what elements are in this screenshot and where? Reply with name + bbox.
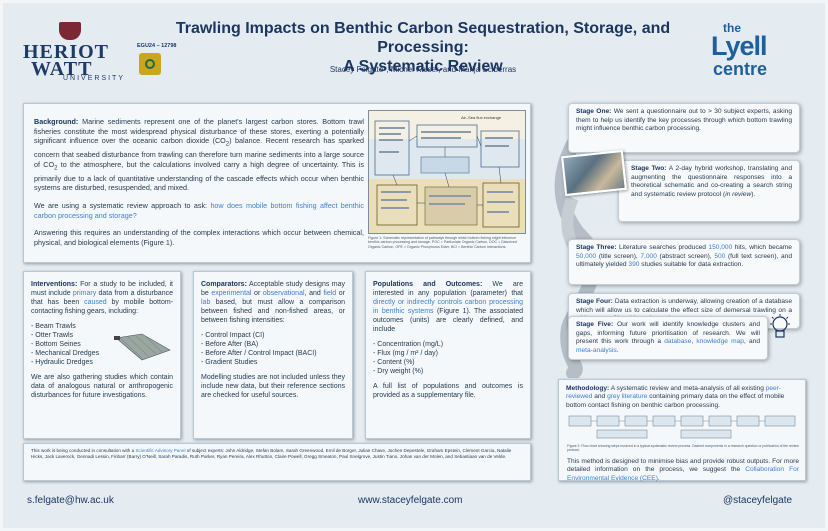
logo-text-university: UNIVERSITY: [63, 75, 126, 82]
logo-text-heriot: HERIOT: [23, 41, 110, 63]
stage-five: Stage Five: Our work will identify knowl…: [568, 316, 768, 360]
heriot-watt-logo: HERIOT WATT UNIVERSITY: [21, 21, 131, 82]
lyell-the: the: [723, 21, 741, 35]
figure-1: Air–Sea flux exchange: [368, 110, 526, 258]
lightbulb-icon: [770, 314, 790, 338]
gear-list: Beam Trawls Otter Trawls Bottom Seines M…: [31, 322, 173, 367]
contact-email[interactable]: s.felgate@hw.ac.uk: [27, 495, 114, 506]
background-text: Background: Marine sediments represent o…: [34, 117, 364, 247]
comparators-label: Comparators:: [201, 281, 247, 288]
figure-1-caption: Figure 1: Schematic representation of pa…: [368, 236, 517, 249]
design-list: Control Impact (CI) Before After (BA) Be…: [201, 331, 345, 367]
stage-one: Stage One: We sent a questionnaire out t…: [568, 103, 800, 153]
list-item: Mechanical Dredges: [31, 349, 173, 358]
list-item: Hydraulic Dredges: [31, 358, 173, 367]
website-link[interactable]: www.staceyfelgate.com: [358, 495, 463, 506]
figure-top-label: Air–Sea flux exchange: [461, 115, 502, 120]
comparators-panel: Comparators: Acceptable study designs ma…: [193, 271, 353, 439]
lyell-name: Lyell: [711, 31, 768, 61]
stage-three: Stage Three: Literature searches produce…: [568, 239, 800, 285]
egu-badge-icon: [139, 53, 161, 75]
list-item: Before After / Control Impact (BACI): [201, 349, 345, 358]
advisory-panel-link: Scientific Advisory Panel: [135, 448, 186, 453]
authors: Stacey Felgate*, Michel Kaiser, and Mari…: [329, 65, 517, 74]
populations-panel: Populations and Outcomes: We are interes…: [365, 271, 531, 439]
trawl-gear-icon: [114, 333, 171, 361]
list-item: Beam Trawls: [31, 322, 173, 331]
twitter-handle[interactable]: @staceyfelgate: [723, 495, 793, 506]
poster-footer: s.felgate@hw.ac.uk www.staceyfelgate.com…: [3, 495, 825, 513]
figure-1-schematic: Air–Sea flux exchange: [368, 110, 526, 234]
background-label: Background:: [34, 117, 79, 126]
list-item: Gradient Studies: [201, 358, 345, 367]
research-question: how does mobile bottom fishing affect be…: [34, 201, 364, 220]
list-item: Otter Trawls: [31, 331, 173, 340]
consultation-panel: This work is being conducted in consulta…: [23, 443, 531, 481]
flowchart-caption: Figure 2: Flow chart showing steps invol…: [567, 444, 799, 452]
interventions-panel: Interventions: For a study to be include…: [23, 271, 181, 439]
lyell-centre-logo: the Lyell centre: [703, 21, 807, 83]
egu-code: EGU24 – 12798: [137, 43, 177, 49]
background-panel: Background: Marine sediments represent o…: [23, 103, 531, 263]
cee-link[interactable]: Collaboration For Environmental Evidence…: [567, 466, 799, 482]
list-item: Bottom Seines: [31, 340, 173, 349]
list-item: Flux (mg / m² / day): [373, 349, 523, 358]
list-item: Concentration (mg/L): [373, 340, 523, 349]
logo-text-watt: WATT: [31, 58, 93, 80]
methodology-panel: Methodology: A systematic review and met…: [558, 379, 806, 482]
list-item: Content (%): [373, 358, 523, 367]
lyell-centre-word: centre: [713, 59, 768, 79]
workshop-photo: [561, 149, 627, 197]
schematic-diagram: Air–Sea flux exchange: [369, 111, 525, 233]
heriot-watt-crest-icon: [59, 22, 81, 40]
poster-title: Trawling Impacts on Benthic Carbon Seque…: [175, 20, 671, 75]
list-item: Before After (BA): [201, 340, 345, 349]
populations-label: Populations and Outcomes:: [373, 281, 483, 288]
methodology-footer: This method is designed to minimise bias…: [567, 458, 799, 482]
list-item: Dry weight (%): [373, 367, 523, 376]
outcome-list: Concentration (mg/L) Flux (mg / m² / day…: [373, 340, 523, 376]
list-item: Control Impact (CI): [201, 331, 345, 340]
stage-two: Stage Two: A 2-day hybrid workshop, tran…: [618, 160, 800, 222]
review-flowchart: [568, 415, 796, 439]
interventions-label: Interventions:: [31, 281, 78, 288]
